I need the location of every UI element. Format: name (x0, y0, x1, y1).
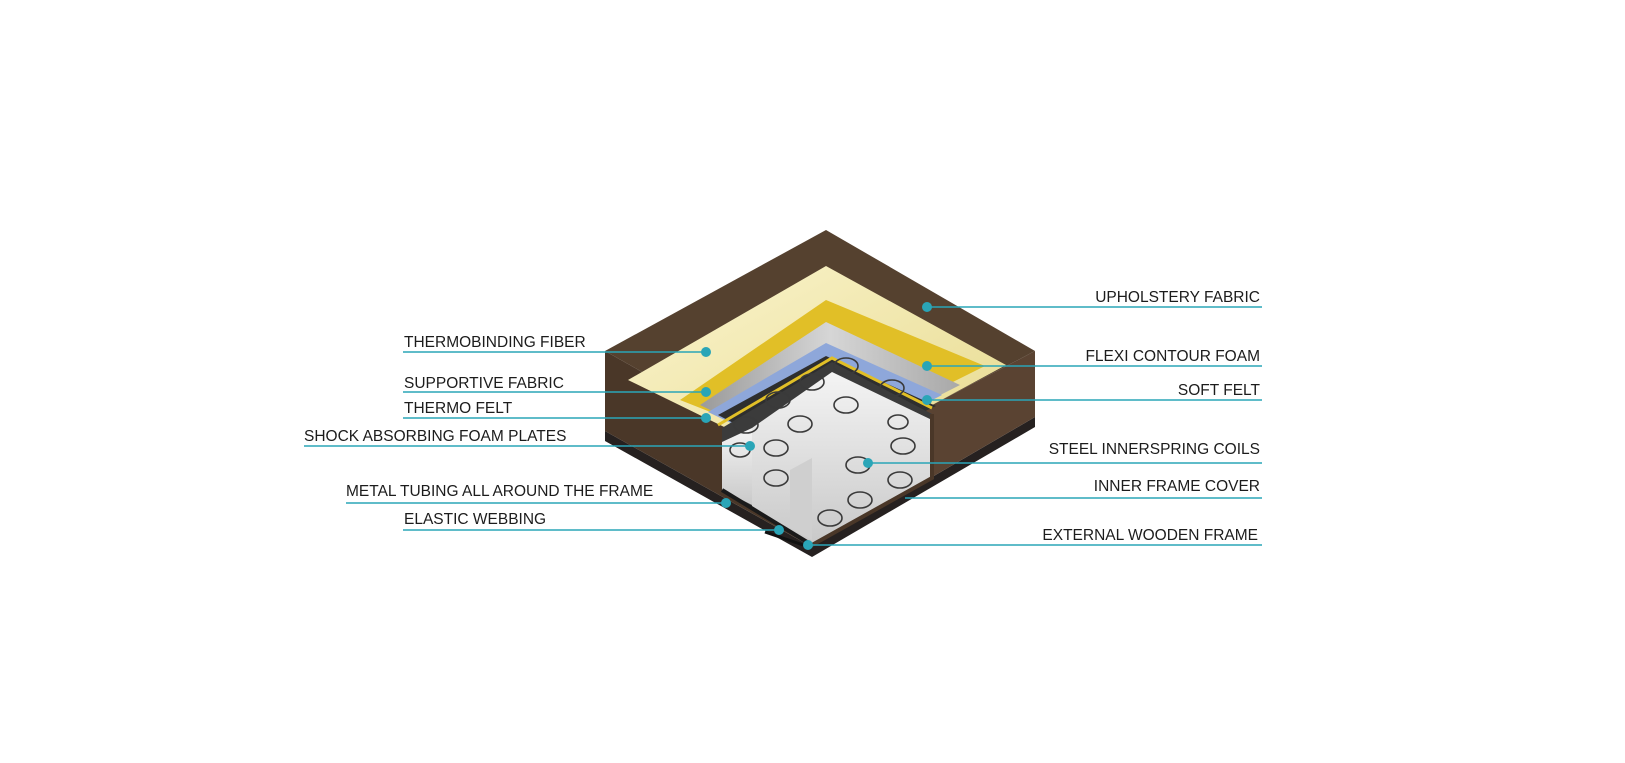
label-flexi-contour-foam: FLEXI CONTOUR FOAM (1085, 348, 1260, 365)
label-supportive-fabric: SUPPORTIVE FABRIC (404, 375, 564, 392)
label-shock-absorbing-foam-plates: SHOCK ABSORBING FOAM PLATES (304, 428, 566, 445)
labels-right: UPHOLSTERY FABRIC FLEXI CONTOUR FOAM SOF… (1042, 289, 1260, 544)
labels-left: THERMOBINDING FIBER SUPPORTIVE FABRIC TH… (304, 334, 653, 528)
shock-absorbing-foam-plates (722, 428, 752, 505)
label-inner-frame-cover: INNER FRAME COVER (1094, 478, 1260, 495)
leaders-left (304, 347, 784, 535)
label-thermo-felt: THERMO FELT (404, 400, 513, 417)
label-soft-felt: SOFT FELT (1178, 382, 1261, 399)
label-thermobinding-fiber: THERMOBINDING FIBER (404, 334, 586, 351)
external-wooden-frame (605, 417, 1035, 557)
label-upholstery-fabric: UPHOLSTERY FABRIC (1095, 289, 1260, 306)
label-external-wooden-frame: EXTERNAL WOODEN FRAME (1042, 527, 1258, 544)
label-steel-innerspring-coils: STEEL INNERSPRING COILS (1049, 441, 1260, 458)
label-metal-tubing: METAL TUBING ALL AROUND THE FRAME (346, 483, 653, 500)
leaders-right (803, 302, 1262, 550)
metal-tubing (720, 488, 814, 547)
label-elastic-webbing: ELASTIC WEBBING (404, 511, 546, 528)
inner-frame-cover (811, 414, 934, 547)
coil-block-divider (790, 458, 812, 540)
mattress-illustration (605, 230, 1035, 557)
